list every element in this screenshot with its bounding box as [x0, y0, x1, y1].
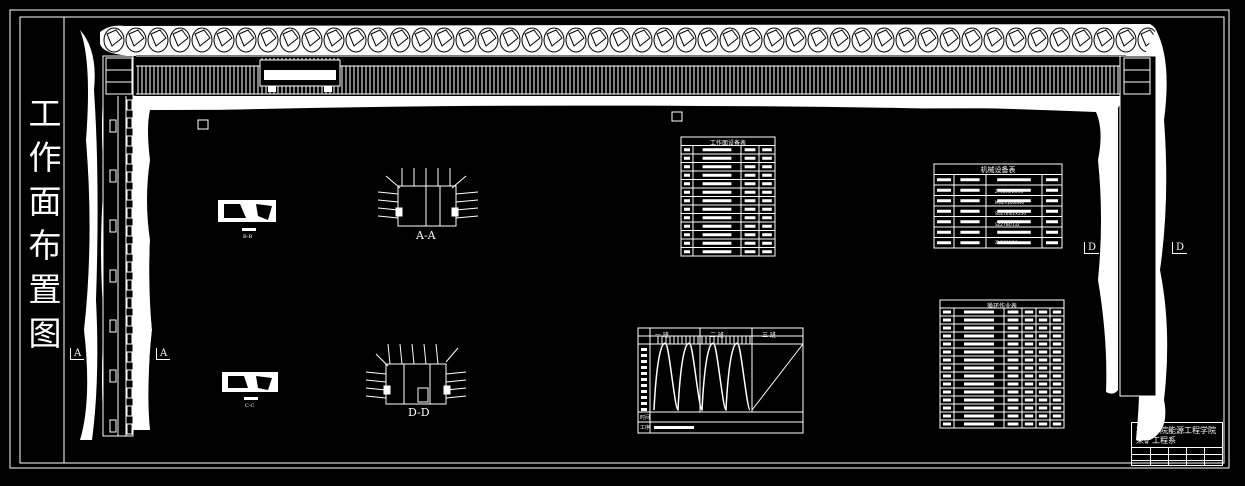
- title-char: 置: [28, 270, 62, 309]
- section-title-aa: A-A: [416, 229, 436, 242]
- equipment-table: [680, 136, 776, 257]
- section-title-cc: C-C: [245, 403, 255, 409]
- equipment-table-title: 工作面设备表: [709, 140, 746, 147]
- drawing-title: 工 作 面 布 置 图: [22, 92, 68, 356]
- section-dd: [365, 343, 467, 405]
- cycle-shift-label: 二 班: [710, 332, 724, 339]
- machine-row-model: MG2×200/890: [995, 200, 1025, 205]
- machine-row-model: SGZ764/2×250: [995, 211, 1026, 216]
- title-block: 某某学院能源工程学院 采矿工程系: [1131, 422, 1223, 466]
- cycle-row-label: 工序: [640, 425, 651, 431]
- title-char: 布: [28, 226, 62, 265]
- title-char: 作: [28, 138, 62, 177]
- title-char: 图: [28, 314, 62, 353]
- section-title-dd: D-D: [408, 406, 430, 419]
- section-label-a-right: A: [156, 348, 171, 360]
- cycle-shift-label: 一 班: [655, 332, 669, 339]
- machine-row-model: ZY6800/24/50: [995, 189, 1024, 194]
- title-block-school: 某某学院能源工程学院: [1136, 426, 1216, 435]
- section-label-d-left: D: [1084, 242, 1100, 254]
- section-aa: [377, 168, 479, 227]
- cycle-chart: [637, 327, 804, 434]
- machine-table: [933, 163, 1063, 249]
- machine-row-model: ZH1800/16: [995, 240, 1018, 245]
- title-char: 工: [28, 94, 62, 133]
- cycle-row-label: 时间: [640, 415, 651, 421]
- machine-table-title: 机械设备表: [980, 166, 1016, 174]
- cycle-shift-label: 三 班: [762, 332, 776, 339]
- title-char: 面: [28, 182, 62, 221]
- section-label-d-right: D: [1172, 242, 1188, 254]
- cycle-table: [939, 299, 1065, 429]
- title-block-dept: 采矿工程系: [1136, 436, 1176, 445]
- title-block-grid: [1132, 447, 1222, 465]
- machine-row-model: SZZ764/132: [995, 222, 1020, 227]
- section-label-a-left: A: [70, 348, 85, 360]
- rock-pattern: [103, 27, 1159, 53]
- section-title-bb: B-B: [243, 234, 253, 240]
- cycle-table-title: 循环作业表: [986, 303, 1017, 310]
- conveyor-belt: [109, 99, 133, 435]
